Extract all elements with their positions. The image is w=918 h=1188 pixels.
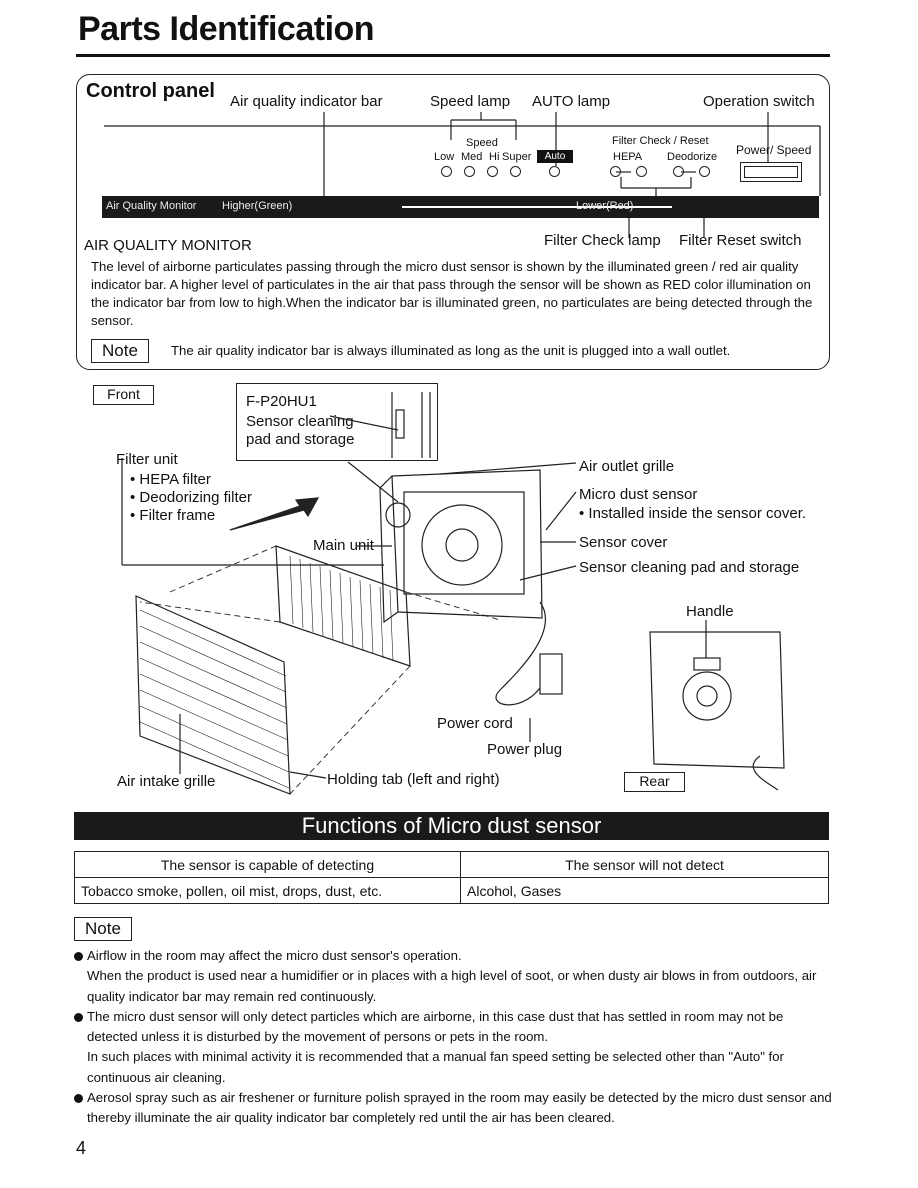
note-label-1: Note <box>91 339 149 363</box>
sensor-pad-line2: pad and storage <box>246 431 355 448</box>
control-panel-frame <box>76 74 830 370</box>
functions-table: The sensor is capable of detecting The s… <box>74 851 829 904</box>
speed-level-low: Low <box>434 151 455 163</box>
model-callout-box <box>236 383 438 461</box>
power-cord-label: Power cord <box>437 715 513 732</box>
deodorize-reset-button <box>699 166 710 177</box>
aqm-lower-label: Lower(Red) <box>576 200 634 212</box>
speed-level-hi: Hi <box>489 151 500 163</box>
callout-auto-lamp: AUTO lamp <box>532 93 611 110</box>
air-quality-monitor-text: The level of airborne particulates passi… <box>91 259 813 328</box>
main-unit-label: Main unit <box>313 537 374 554</box>
power-speed-button <box>740 162 802 182</box>
power-speed-label: Power/ Speed <box>736 143 812 157</box>
speed-led-super <box>510 166 521 177</box>
page-title: Parts Identification <box>78 10 375 48</box>
sensor-pad-storage-label: Sensor cleaning pad and storage <box>579 559 800 576</box>
deodorize-label: Deodorize <box>667 151 718 163</box>
aqm-indicator-line <box>402 206 672 208</box>
filter-item-hepa: • HEPA filter <box>130 471 211 488</box>
detect-value-cell: Tobacco smoke, pollen, oil mist, drops, … <box>74 877 461 904</box>
note-label-2: Note <box>74 917 132 941</box>
column-header-not-detect: The sensor will not detect <box>460 851 829 878</box>
hepa-reset-button <box>636 166 647 177</box>
handle-label: Handle <box>686 603 734 620</box>
sensor-pad-line1: Sensor cleaning <box>246 413 354 430</box>
callout-speed-lamp: Speed lamp <box>430 93 511 110</box>
sensor-cover-label: Sensor cover <box>579 534 668 551</box>
not-detect-value-cell: Alcohol, Gases <box>460 877 829 904</box>
product-exploded-diagram <box>121 392 785 795</box>
page-number: 4 <box>76 1138 87 1158</box>
note-bullet-2-cont: In such places with minimal activity it … <box>87 1049 784 1085</box>
hepa-label: HEPA <box>613 151 643 163</box>
note-bullet-1-cont: When the product is used near a humidifi… <box>87 968 817 1004</box>
note-bullet-2: The micro dust sensor will only detect p… <box>74 1007 834 1048</box>
model-name: F-P20HU1 <box>246 393 317 410</box>
note-bullet-1: Airflow in the room may affect the micro… <box>74 946 834 966</box>
speed-level-med: Med <box>461 151 483 163</box>
note-bullet-3: Aerosol spray such as air freshener or f… <box>74 1088 834 1129</box>
note-text-1: The air quality indicator bar is always … <box>171 343 731 358</box>
micro-dust-sensor-label: Micro dust sensor <box>579 486 698 503</box>
rear-tag: Rear <box>624 772 685 792</box>
callout-operation-switch: Operation switch <box>703 93 815 110</box>
filter-check-reset-label: Filter Check / Reset <box>612 135 709 147</box>
notes-list: Airflow in the room may affect the micro… <box>74 946 834 1129</box>
deodorize-led <box>673 166 684 177</box>
functions-heading: Functions of Micro dust sensor <box>74 812 829 840</box>
holding-tab-label: Holding tab (left and right) <box>327 771 500 788</box>
aqm-higher-label: Higher(Green) <box>222 200 293 212</box>
table-row: Tobacco smoke, pollen, oil mist, drops, … <box>74 877 829 904</box>
front-tag: Front <box>93 385 154 405</box>
air-quality-monitor-heading: AIR QUALITY MONITOR <box>84 237 252 254</box>
speed-led-low <box>441 166 452 177</box>
filter-item-frame: • Filter frame <box>130 507 216 524</box>
aqm-label: Air Quality Monitor <box>106 200 197 212</box>
title-rule <box>76 54 830 57</box>
speed-label: Speed <box>466 137 498 149</box>
air-intake-grille-label: Air intake grille <box>117 773 216 790</box>
table-header-row: The sensor is capable of detecting The s… <box>74 851 829 878</box>
air-quality-monitor-bar: Air Quality Monitor Higher(Green) Lower(… <box>102 196 819 218</box>
control-panel-drawing <box>104 112 821 238</box>
power-plug-label: Power plug <box>487 741 563 758</box>
air-outlet-grille-label: Air outlet grille <box>579 458 675 475</box>
filter-item-deodorizing: • Deodorizing filter <box>130 489 252 506</box>
auto-led <box>549 166 560 177</box>
sensor-installed-note: • Installed inside the sensor cover. <box>579 505 807 522</box>
speed-led-med <box>464 166 475 177</box>
control-panel-heading: Control panel <box>86 80 215 102</box>
callout-air-quality-indicator-bar: Air quality indicator bar <box>230 93 383 110</box>
speed-level-super: Super <box>502 151 532 163</box>
callout-filter-reset-switch: Filter Reset switch <box>679 232 802 249</box>
filter-unit-label: Filter unit <box>116 451 178 468</box>
callout-filter-check-lamp: Filter Check lamp <box>544 232 661 249</box>
speed-led-hi <box>487 166 498 177</box>
column-header-detect: The sensor is capable of detecting <box>74 851 461 878</box>
auto-badge: Auto <box>537 150 573 163</box>
hepa-led <box>610 166 621 177</box>
